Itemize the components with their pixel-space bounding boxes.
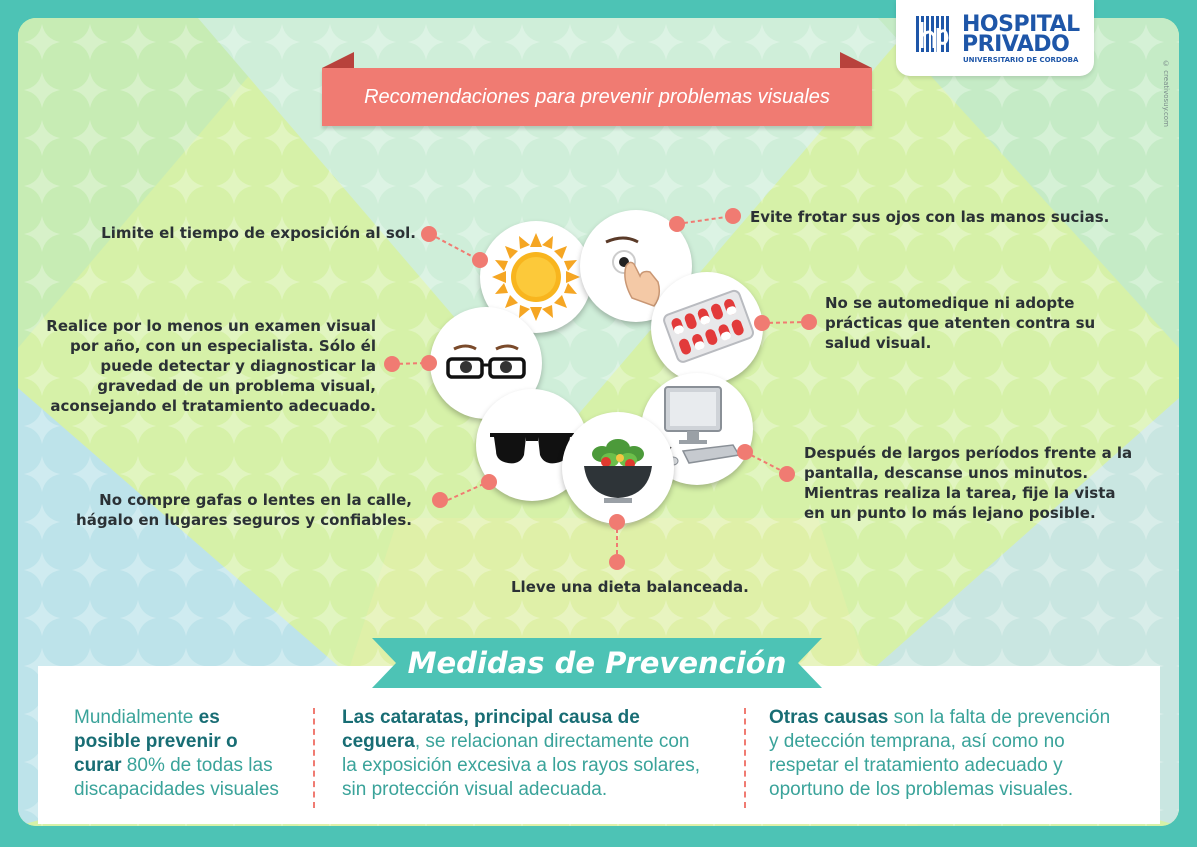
- col1-text: 80% de todas las: [121, 755, 273, 776]
- logo-name-line3: UNIVERSITARIO DE CORDOBA: [963, 56, 1079, 64]
- col3-bold: Otras causas: [769, 707, 889, 728]
- connector-dot: [384, 356, 400, 372]
- tip-diet-text: Lleve una dieta balanceada.: [511, 578, 749, 596]
- title-ribbon: Recomendaciones para prevenir problemas …: [322, 68, 872, 126]
- tip-exam-line: gravedad de un problema visual,: [97, 377, 376, 395]
- tip-screen-line: Mientras realiza la tarea, fije la vista: [804, 484, 1116, 502]
- salad-bowl-icon: [584, 439, 652, 503]
- col2-text: sin protección visual adecuada.: [342, 779, 608, 800]
- tip-sun-text: Limite el tiempo de exposición al sol.: [101, 224, 416, 242]
- prevention-banner: [372, 638, 822, 688]
- tip-screen-line: pantalla, descanse unos minutos.: [804, 464, 1089, 482]
- prevention-col-1: Mundialmente es posible prevenir o curar…: [74, 706, 304, 802]
- col1-bold: curar: [74, 755, 122, 776]
- connector-dot: [432, 492, 448, 508]
- tip-hands: Evite frotar sus ojos con las manos suci…: [750, 207, 1109, 227]
- col3-text: respetar el tratamiento adecuado y: [769, 755, 1063, 776]
- tip-pills-line: prácticas que atenten contra su: [825, 314, 1096, 332]
- tip-exam: Realice por lo menos un examen visual po…: [40, 316, 376, 416]
- pills-circle: [651, 272, 763, 384]
- connector-dot: [669, 216, 685, 232]
- eyeglasses-icon: [446, 344, 526, 379]
- tip-diet: Lleve una dieta balanceada.: [511, 577, 749, 597]
- salad-circle: [562, 412, 674, 524]
- eye-hand-icon: [605, 236, 661, 307]
- sun-icon: [492, 233, 580, 321]
- tip-hands-text: Evite frotar sus ojos con las manos suci…: [750, 208, 1110, 226]
- tip-pills-line: salud visual.: [825, 334, 932, 352]
- tip-exam-line: Realice por lo menos un examen visual: [46, 317, 376, 335]
- tip-pills-line: No se automedique ni adopte: [825, 294, 1075, 312]
- connector-dot: [779, 466, 795, 482]
- col3-text: y detección temprana, así como no: [769, 731, 1065, 752]
- tip-screen: Después de largos períodos frente a la p…: [804, 443, 1132, 523]
- tip-screen-line: Después de largos períodos frente a la: [804, 444, 1133, 462]
- computer-icon: [664, 386, 741, 466]
- title-ribbon-folds: [322, 52, 872, 68]
- prevention-col-3: Otras causas son la falta de prevención …: [769, 706, 1149, 802]
- prevention-panel: [38, 666, 1160, 824]
- hospital-logo-mark-icon: [916, 16, 949, 52]
- connector-dot: [609, 554, 625, 570]
- tip-exam-line: puede detectar y diagnosticar la: [100, 357, 376, 375]
- connector-dot: [609, 514, 625, 530]
- connector-dot: [754, 315, 770, 331]
- col1-text: Mundialmente: [74, 707, 199, 728]
- col1-bold: posible prevenir o: [74, 731, 238, 752]
- col2-text: la exposición excesiva a los rayos solar…: [342, 755, 701, 776]
- page-title: Recomendaciones para prevenir problemas …: [364, 85, 830, 108]
- tip-glasses-line: No compre gafas o lentes en la calle,: [99, 491, 412, 509]
- connector-dot: [737, 444, 753, 460]
- col3-text: oportuno de los problemas visuales.: [769, 779, 1074, 800]
- tip-glasses-line: hágalo en lugares seguros y confiables.: [76, 511, 412, 529]
- divider: [744, 708, 746, 808]
- tip-glasses: No compre gafas o lentes en la calle, há…: [60, 490, 412, 530]
- connector-dot: [421, 355, 437, 371]
- connector-dot: [421, 226, 437, 242]
- col1-bold: es: [198, 707, 220, 728]
- connector-dot: [481, 474, 497, 490]
- connector-dot: [725, 208, 741, 224]
- logo-name-line1: HOSPITAL: [962, 12, 1080, 37]
- tip-exam-line: por año, con un especialista. Sólo él: [69, 337, 376, 355]
- col2-bold: ceguera: [342, 731, 415, 752]
- col3-text: son la falta de prevención: [888, 707, 1111, 728]
- tip-pills: No se automedique ni adopte prácticas qu…: [825, 293, 1095, 353]
- logo-name-line2: PRIVADO: [962, 32, 1070, 57]
- pills-icon: [663, 289, 754, 363]
- prevention-col-2: Las cataratas, principal causa de ceguer…: [342, 706, 732, 802]
- col2-bold: Las cataratas, principal causa de: [342, 707, 640, 728]
- col1-text: discapacidades visuales: [74, 779, 279, 800]
- connector-dot: [801, 314, 817, 330]
- col2-text: , se relacionan directamente con: [414, 731, 690, 752]
- credit-text: © creativosuy.com: [1162, 60, 1170, 127]
- tip-screen-line: en un punto lo más lejano posible.: [804, 504, 1096, 522]
- hospital-logo: HOSPITAL PRIVADO UNIVERSITARIO DE CORDOB…: [896, 0, 1094, 76]
- tip-exam-line: aconsejando el tratamiento adecuado.: [50, 397, 376, 415]
- divider: [313, 708, 315, 808]
- tip-sun: Limite el tiempo de exposición al sol.: [70, 223, 416, 243]
- prevention-heading: Medidas de Prevención: [407, 646, 787, 680]
- connector-dot: [472, 252, 488, 268]
